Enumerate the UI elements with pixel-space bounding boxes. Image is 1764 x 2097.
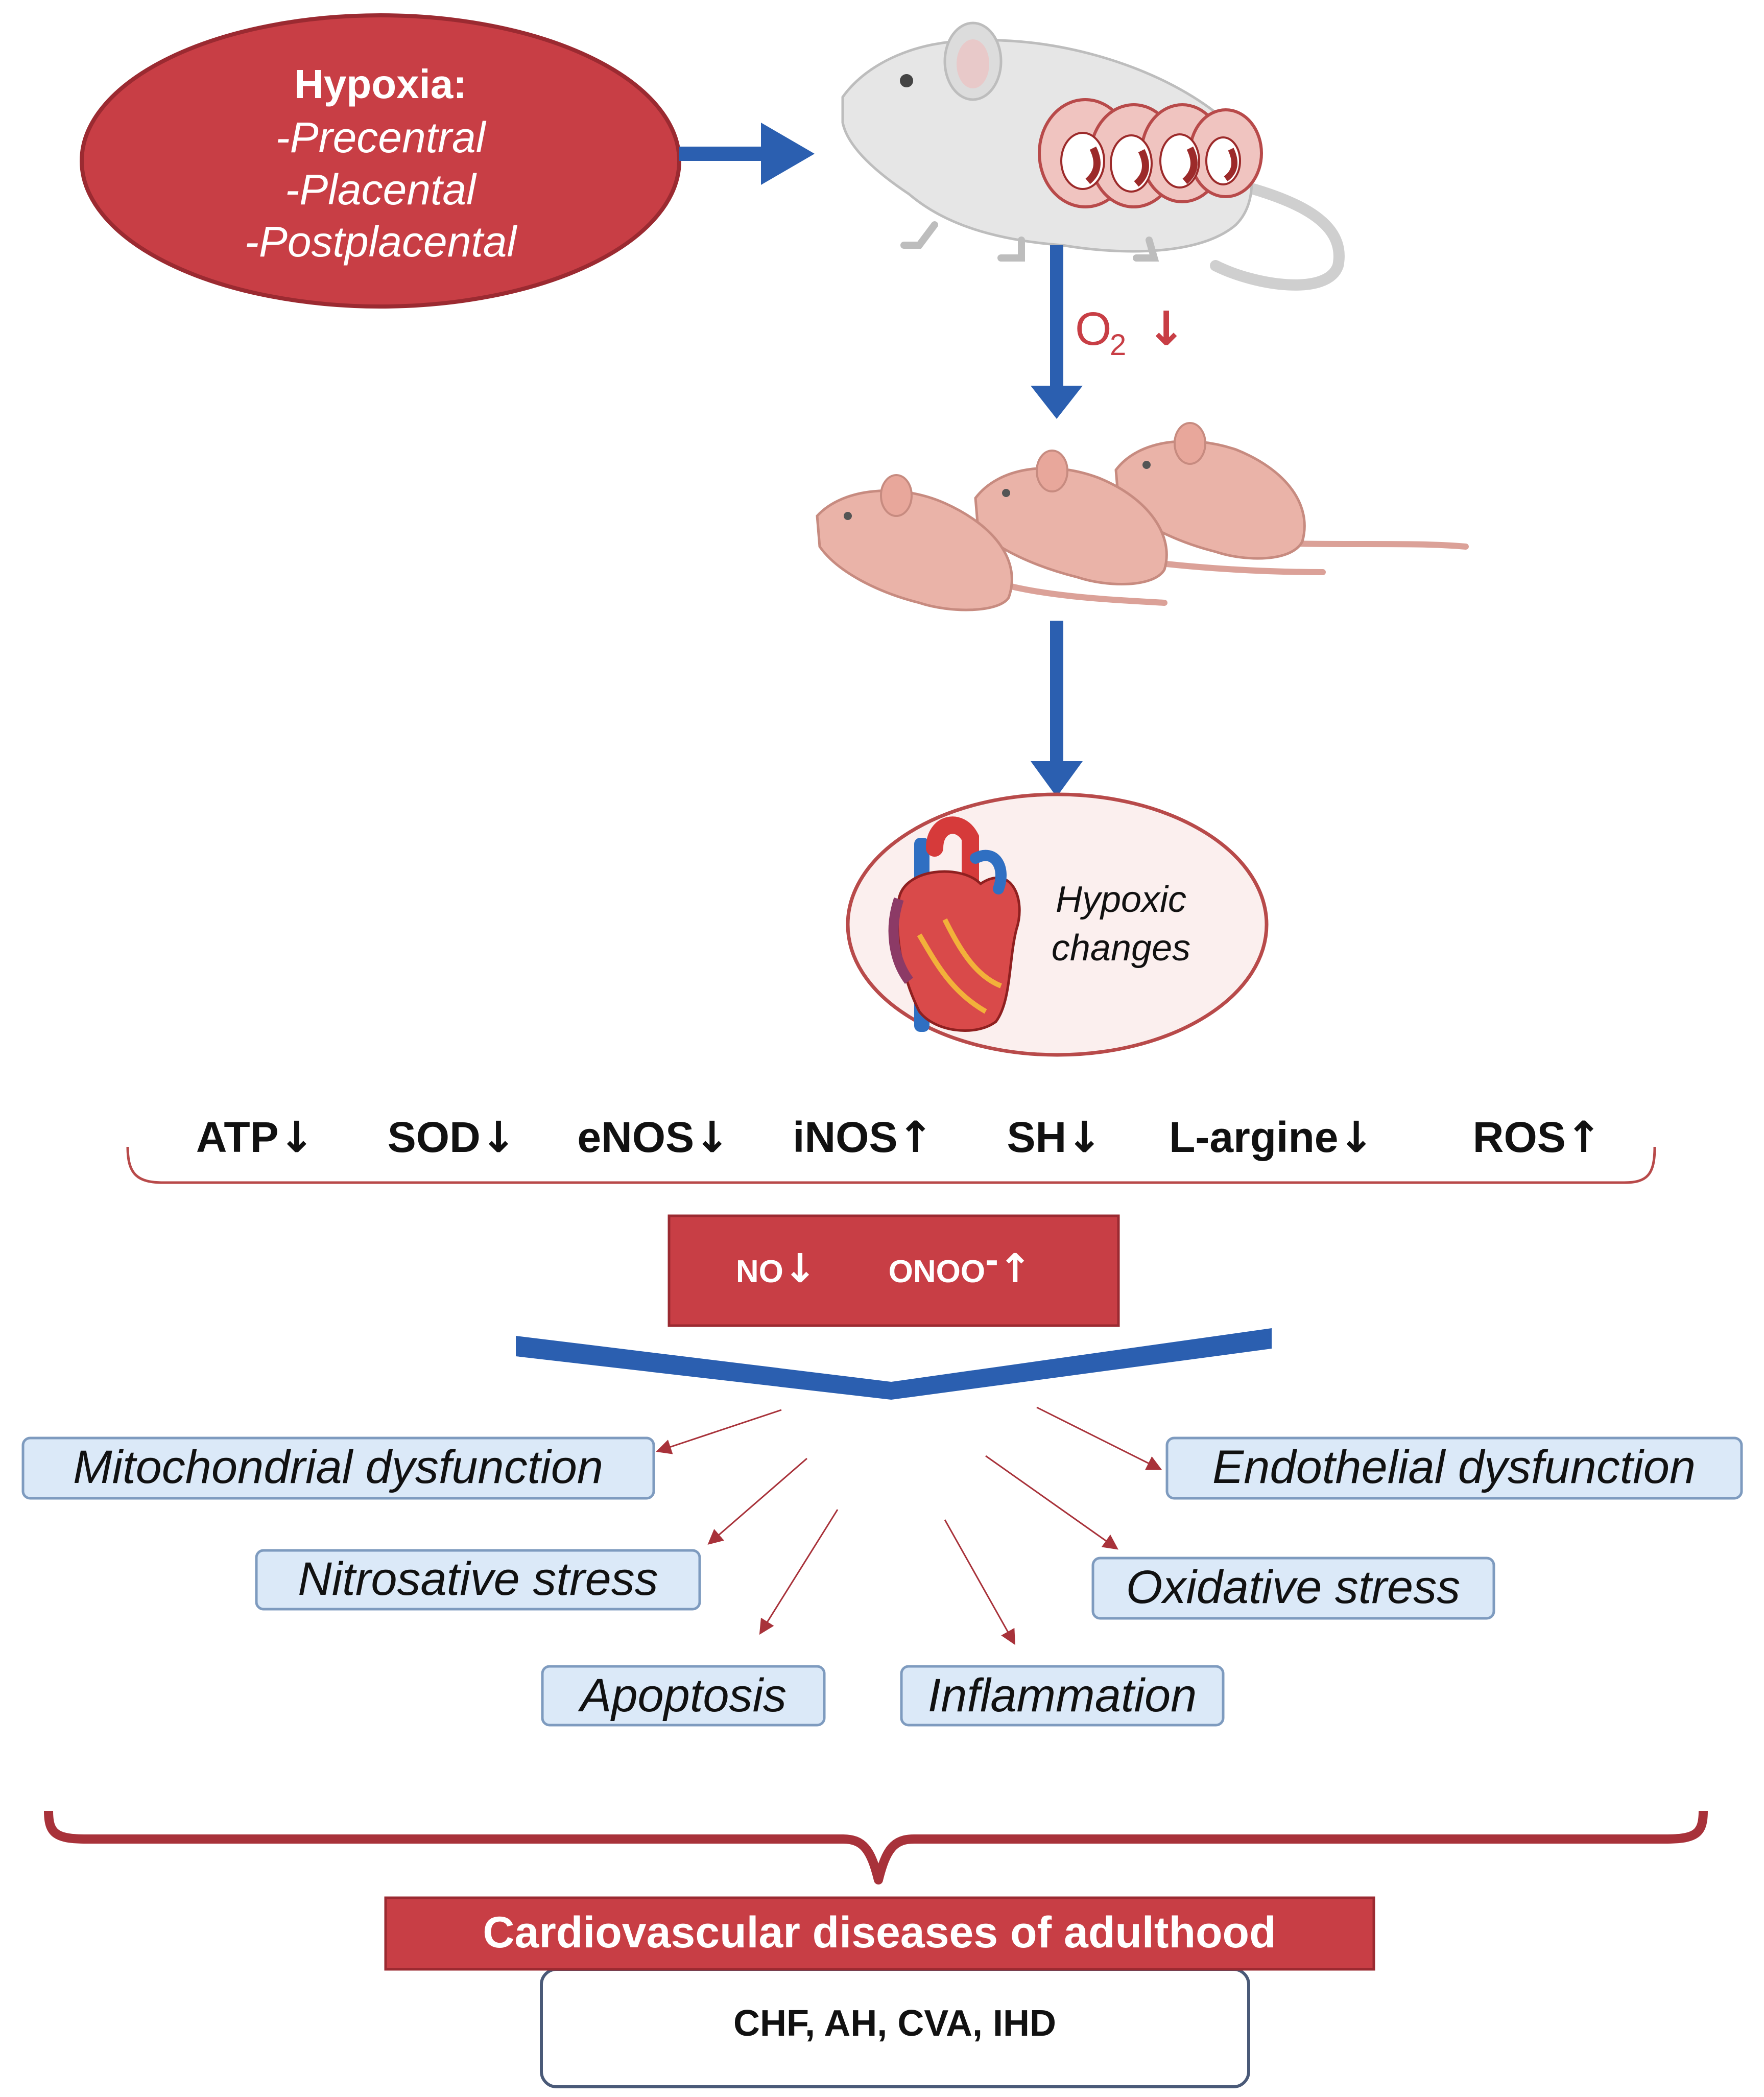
effect-inflammation: Inflammation xyxy=(900,1665,1225,1727)
arrow-to-endothelial xyxy=(1036,1406,1162,1470)
marker-sh-arrow: ↓ xyxy=(1066,1112,1102,1162)
pregnant-mouse-illustration xyxy=(841,21,1345,291)
hypoxia-item-placental: -Placental xyxy=(285,166,477,214)
marker-inos-name: iNOS xyxy=(793,1113,897,1161)
outcome-title: Cardiovascular diseases of adulthood xyxy=(483,1908,1276,1957)
markers-row: ATP↓ SOD↓ eNOS↓ iNOS↑ SH↓ L-argine↓ xyxy=(196,1112,1602,1162)
svg-text:ATP↓: ATP↓ xyxy=(196,1112,315,1162)
marker-enos: eNOS↓ xyxy=(577,1112,730,1162)
outcome-brace xyxy=(44,1810,1708,1884)
effect-apoptosis: Apoptosis xyxy=(541,1665,826,1727)
arrow-to-apoptosis xyxy=(759,1509,839,1635)
effect-nitrosative-stress: Nitrosative stress xyxy=(255,1549,701,1611)
hypoxia-title: Hypoxia: xyxy=(294,61,467,107)
outcome-disease-list: CHF, AH, CVA, IHD xyxy=(733,2003,1056,2044)
markers-bracket xyxy=(126,1146,1656,1184)
marker-sod-name: SOD xyxy=(388,1113,481,1161)
marker-enos-name: eNOS xyxy=(577,1113,694,1161)
arrow-mouse-to-pups xyxy=(1031,245,1083,419)
effect-arrows xyxy=(656,1406,1162,1645)
onoo-label: ONOO xyxy=(889,1254,985,1289)
marker-enos-arrow: ↓ xyxy=(694,1112,730,1162)
arrow-hypoxia-to-mouse xyxy=(679,123,815,185)
svg-text:NO↓: NO↓ xyxy=(736,1246,817,1292)
svg-text:ONOO-↑: ONOO-↑ xyxy=(889,1237,1032,1292)
o2-symbol: O xyxy=(1075,303,1112,355)
marker-sh: SH↓ xyxy=(1007,1112,1102,1162)
hypoxic-changes-node: Hypoxic changes xyxy=(846,792,1269,1057)
effect-inflammation-label: Inflammation xyxy=(928,1669,1197,1722)
effect-mitochondrial-label: Mitochondrial dysfunction xyxy=(73,1441,603,1493)
arrow-to-inflammation xyxy=(944,1519,1015,1645)
arrow-to-oxidative xyxy=(985,1455,1118,1550)
o2-subscript: 2 xyxy=(1110,328,1126,362)
marker-sod-arrow: ↓ xyxy=(481,1112,516,1162)
marker-l-argine: L-argine↓ xyxy=(1169,1112,1374,1162)
no-arrow: ↓ xyxy=(783,1246,817,1292)
effect-endothelial-dysfunction: Endothelial dysfunction xyxy=(1165,1436,1743,1500)
svg-text:SH↓: SH↓ xyxy=(1007,1112,1102,1162)
hypoxia-item-postplacental: -Postplacental xyxy=(245,218,518,266)
effect-endothelial-label: Endothelial dysfunction xyxy=(1212,1441,1696,1493)
effect-apoptosis-label: Apoptosis xyxy=(578,1669,786,1722)
heart-label-line2: changes xyxy=(1052,928,1190,969)
marker-sh-name: SH xyxy=(1007,1113,1066,1161)
hypoxia-node: Hypoxia: -Precentral -Placental -Postpla… xyxy=(80,13,681,309)
no-label: NO xyxy=(736,1254,783,1289)
svg-text:L-argine↓: L-argine↓ xyxy=(1169,1112,1374,1162)
offspring-pups-illustration xyxy=(816,422,1469,611)
uterus-embryos xyxy=(1038,98,1263,208)
marker-sod: SOD↓ xyxy=(388,1112,516,1162)
marker-ros-arrow: ↑ xyxy=(1566,1112,1602,1162)
effect-mitochondrial-dysfunction: Mitochondrial dysfunction xyxy=(21,1436,655,1500)
marker-ros: ROS↑ xyxy=(1473,1112,1602,1162)
marker-atp-name: ATP xyxy=(196,1113,279,1161)
blue-chevron xyxy=(516,1328,1272,1400)
arrow-to-nitrosative xyxy=(707,1457,807,1545)
arrow-pups-to-heart xyxy=(1031,621,1083,797)
outcome-node: Cardiovascular diseases of adulthood CHF… xyxy=(384,1896,1375,2088)
o2-down-arrow: ↓ xyxy=(1147,301,1186,356)
marker-ros-name: ROS xyxy=(1473,1113,1566,1161)
marker-l-argine-arrow: ↓ xyxy=(1338,1112,1374,1162)
marker-l-argine-name: L-argine xyxy=(1169,1113,1338,1161)
oxygen-decrease-label: O 2 ↓ xyxy=(1075,301,1186,362)
svg-text:SOD↓: SOD↓ xyxy=(388,1112,516,1162)
svg-text:iNOS↑: iNOS↑ xyxy=(793,1112,934,1162)
marker-atp-arrow: ↓ xyxy=(279,1112,315,1162)
marker-inos: iNOS↑ xyxy=(793,1112,934,1162)
marker-inos-arrow: ↑ xyxy=(897,1112,933,1162)
effect-oxidative-label: Oxidative stress xyxy=(1126,1561,1460,1613)
effect-nitrosative-label: Nitrosative stress xyxy=(298,1553,658,1605)
onoo-superscript: - xyxy=(985,1237,998,1282)
heart-label-line1: Hypoxic xyxy=(1056,879,1186,920)
svg-text:ROS↑: ROS↑ xyxy=(1473,1112,1602,1162)
onoo-arrow: ↑ xyxy=(998,1246,1032,1292)
effect-oxidative-stress: Oxidative stress xyxy=(1091,1557,1495,1620)
svg-text:eNOS↓: eNOS↓ xyxy=(577,1112,730,1162)
hypoxia-item-precentral: -Precentral xyxy=(276,113,487,161)
heart-illustration xyxy=(888,816,1021,1032)
no-onoo-box: NO↓ ONOO-↑ xyxy=(668,1214,1120,1327)
marker-atp: ATP↓ xyxy=(196,1112,315,1162)
arrow-to-mitochondrial xyxy=(656,1409,782,1454)
